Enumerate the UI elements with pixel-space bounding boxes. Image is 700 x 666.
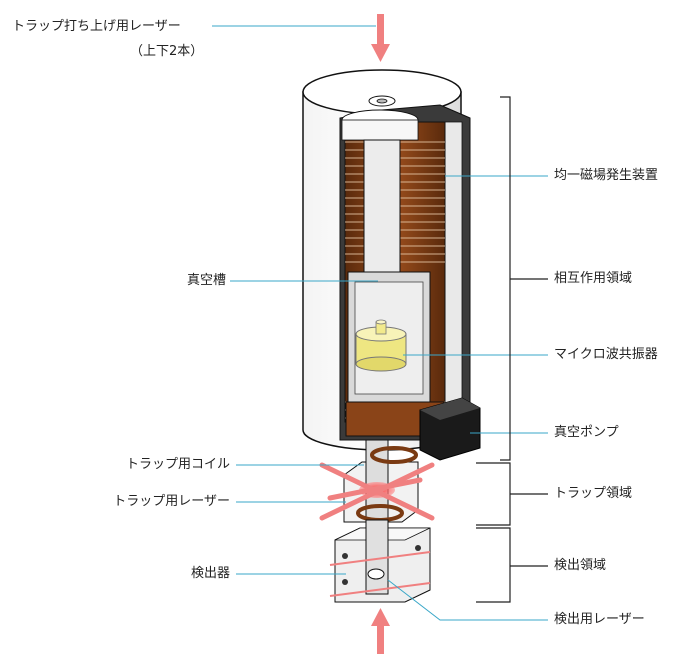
top-laser-arrow <box>371 14 390 62</box>
microwave-resonator <box>355 319 407 372</box>
bottom-laser-arrow <box>371 608 390 654</box>
label-interaction-region: 相互作用領域 <box>554 271 633 286</box>
label-detector: 検出器 <box>190 566 230 581</box>
trap-laser-beams <box>319 462 435 521</box>
label-trap-region: トラップ領域 <box>554 486 633 501</box>
label-detection-laser: 検出用レーザー <box>554 612 645 627</box>
detector-block <box>329 519 431 603</box>
label-microwave-resonator: マイクロ波共振器 <box>554 347 658 362</box>
vacuum-pump <box>419 397 481 461</box>
label-magnet: 均一磁場発生装置 <box>554 168 659 183</box>
label-laser-up-note: （上下2本） <box>130 44 204 59</box>
label-vacuum-pump: 真空ポンプ <box>554 425 619 440</box>
label-laser-up: トラップ打ち上げ用レーザー <box>12 19 181 34</box>
region-brackets <box>476 96 548 603</box>
label-vacuum-chamber: 真空槽 <box>186 273 226 288</box>
label-trap-laser: トラップ用レーザー <box>113 494 230 509</box>
central-tube <box>347 139 431 403</box>
label-trap-coil: トラップ用コイル <box>125 457 230 472</box>
leader-lines <box>212 25 548 621</box>
label-detection-region: 検出領域 <box>554 558 607 573</box>
